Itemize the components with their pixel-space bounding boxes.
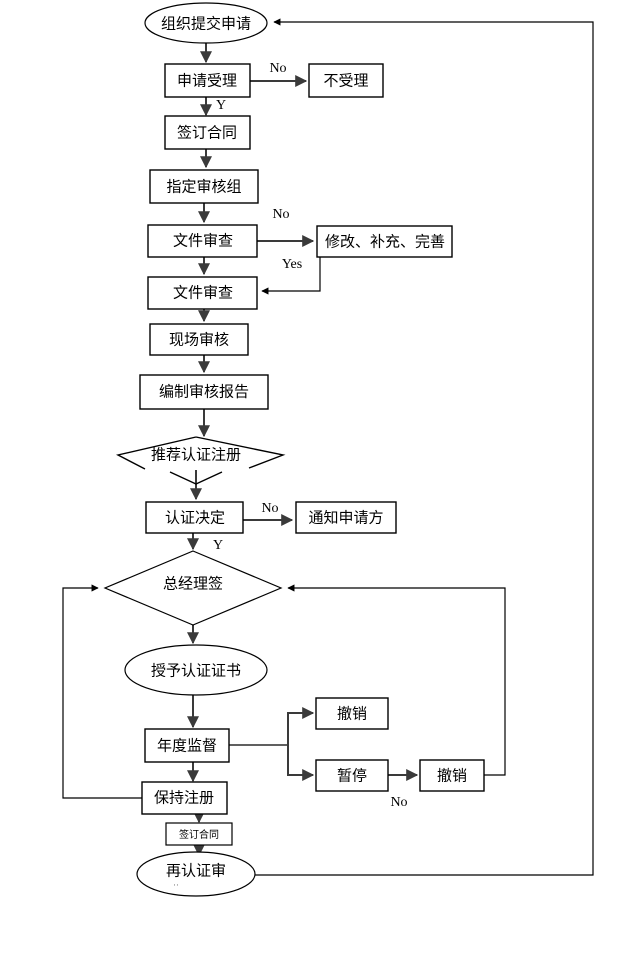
edge-label-accept-yes: Y <box>216 98 226 113</box>
edge-label-suspend-no: No <box>390 795 407 810</box>
edge-label-decision-no: No <box>261 501 278 516</box>
node-revoke-top[interactable]: 撤销 <box>315 697 389 730</box>
node-revoke-right-label: 撤销 <box>437 767 467 785</box>
node-not-accepted-label: 不受理 <box>323 72 368 90</box>
node-recertification-audit-label: 再认证审 <box>166 862 226 880</box>
node-revoke-top-label: 撤销 <box>337 705 367 723</box>
edge-revise-to-docreview2 <box>261 256 321 295</box>
node-grant-certificate-label: 授予认证证书 <box>151 662 241 680</box>
node-revoke-right[interactable]: 撤销 <box>419 759 485 792</box>
node-accept-application-label: 申请受理 <box>177 72 237 90</box>
node-doc-review-1[interactable]: 文件审查 <box>147 224 258 258</box>
edge-label-accept-no: No <box>269 61 286 76</box>
node-doc-review-2[interactable]: 文件审查 <box>147 276 258 310</box>
node-sign-contract-small[interactable]: 签订合同 <box>165 822 233 846</box>
node-onsite-audit-label: 现场审核 <box>169 331 229 349</box>
node-recertification-audit[interactable]: 再认证审 ·· <box>136 851 256 897</box>
node-notify-applicant-label: 通知申请方 <box>308 509 383 527</box>
node-prepare-audit-report[interactable]: 编制审核报告 <box>139 374 269 410</box>
edge-maintain-to-gmsign <box>62 584 142 799</box>
node-prepare-audit-report-label: 编制审核报告 <box>159 383 249 401</box>
recommend-diamond-bottom <box>169 471 223 485</box>
node-revise-supplement-improve[interactable]: 修改、补充、完善 <box>316 225 453 258</box>
node-submit-application[interactable]: 组织提交申请 <box>144 2 268 44</box>
node-annual-supervision[interactable]: 年度监督 <box>144 728 230 763</box>
node-recommend-registration[interactable]: 推荐认证注册 <box>115 436 286 485</box>
node-doc-review-1-label: 文件审查 <box>173 232 233 250</box>
node-submit-application-label: 组织提交申请 <box>161 15 251 33</box>
node-notify-applicant[interactable]: 通知申请方 <box>295 501 397 534</box>
node-recertification-artifact: ·· <box>173 881 179 891</box>
edge-label-decision-yes: Y <box>213 538 223 553</box>
edge-label-revise-yes: Yes <box>282 257 302 272</box>
node-not-accepted[interactable]: 不受理 <box>308 63 384 98</box>
node-maintain-registration[interactable]: 保持注册 <box>141 781 228 815</box>
node-suspend-label: 暂停 <box>337 767 367 785</box>
node-recommend-registration-label: 推荐认证注册 <box>151 446 241 464</box>
node-suspend[interactable]: 暂停 <box>315 759 389 792</box>
node-sign-contract-label: 签订合同 <box>177 124 237 142</box>
node-gm-signature[interactable]: 总经理签 <box>103 550 283 626</box>
node-sign-contract-small-label: 签订合同 <box>179 828 219 841</box>
node-gm-signature-label: 总经理签 <box>163 575 223 593</box>
edge-annual-to-revoketop <box>287 707 315 745</box>
node-assign-audit-team-label: 指定审核组 <box>166 178 241 196</box>
node-certification-decision[interactable]: 认证决定 <box>145 501 244 534</box>
node-annual-supervision-label: 年度监督 <box>157 737 217 755</box>
node-revise-supplement-improve-label: 修改、补充、完善 <box>325 233 445 251</box>
node-certification-decision-label: 认证决定 <box>165 509 225 527</box>
node-maintain-registration-label: 保持注册 <box>154 789 214 807</box>
node-onsite-audit[interactable]: 现场审核 <box>149 323 249 356</box>
node-assign-audit-team[interactable]: 指定审核组 <box>149 169 259 204</box>
edge-label-docreview-no: No <box>272 207 289 222</box>
node-accept-application[interactable]: 申请受理 <box>164 63 251 98</box>
node-doc-review-2-label: 文件审查 <box>173 284 233 302</box>
edge-annual-to-suspend <box>287 745 315 781</box>
node-grant-certificate[interactable]: 授予认证证书 <box>124 644 268 696</box>
node-sign-contract[interactable]: 签订合同 <box>164 115 251 150</box>
edge-revokeright-to-gmsign <box>287 584 506 776</box>
edge-recert-to-submit <box>248 18 594 876</box>
recommend-diamond-right-upper <box>195 436 286 469</box>
recommend-diamond-left-upper <box>115 436 197 470</box>
